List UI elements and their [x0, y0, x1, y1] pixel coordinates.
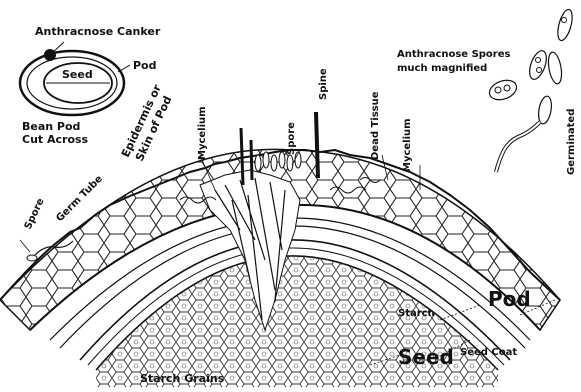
label-much-magnified: much magnified — [397, 63, 487, 74]
label-starch-grains: Starch Grains — [140, 372, 225, 385]
label-anthracnose-canker: Anthracnose Canker — [35, 25, 161, 38]
label-seed-inset: Seed — [62, 68, 93, 81]
label-seed-main: Seed — [398, 345, 454, 369]
label-starch: Starch — [398, 308, 435, 319]
label-anthracnose-spores: Anthracnose Spores — [397, 49, 511, 60]
label-cut-across: Cut Across — [22, 133, 89, 146]
label-mycelium-right: Mycelium — [402, 118, 413, 172]
label-pod-inset: Pod — [133, 59, 157, 72]
label-spore-left: Spore — [23, 197, 47, 232]
label-bean-pod: Bean Pod — [22, 120, 80, 133]
magnified-spores — [487, 8, 575, 172]
label-spore-center: Spore — [286, 122, 297, 155]
pod-tissue-section — [0, 112, 560, 387]
label-pod-main: Pod — [488, 287, 531, 311]
label-spine: Spine — [318, 68, 329, 100]
label-mycelium-left: Mycelium — [197, 106, 208, 160]
label-germinated: Germinated — [566, 109, 577, 175]
label-dead-tissue: Dead Tissue — [370, 91, 381, 160]
label-seed-coat: Seed Coat — [460, 347, 517, 358]
